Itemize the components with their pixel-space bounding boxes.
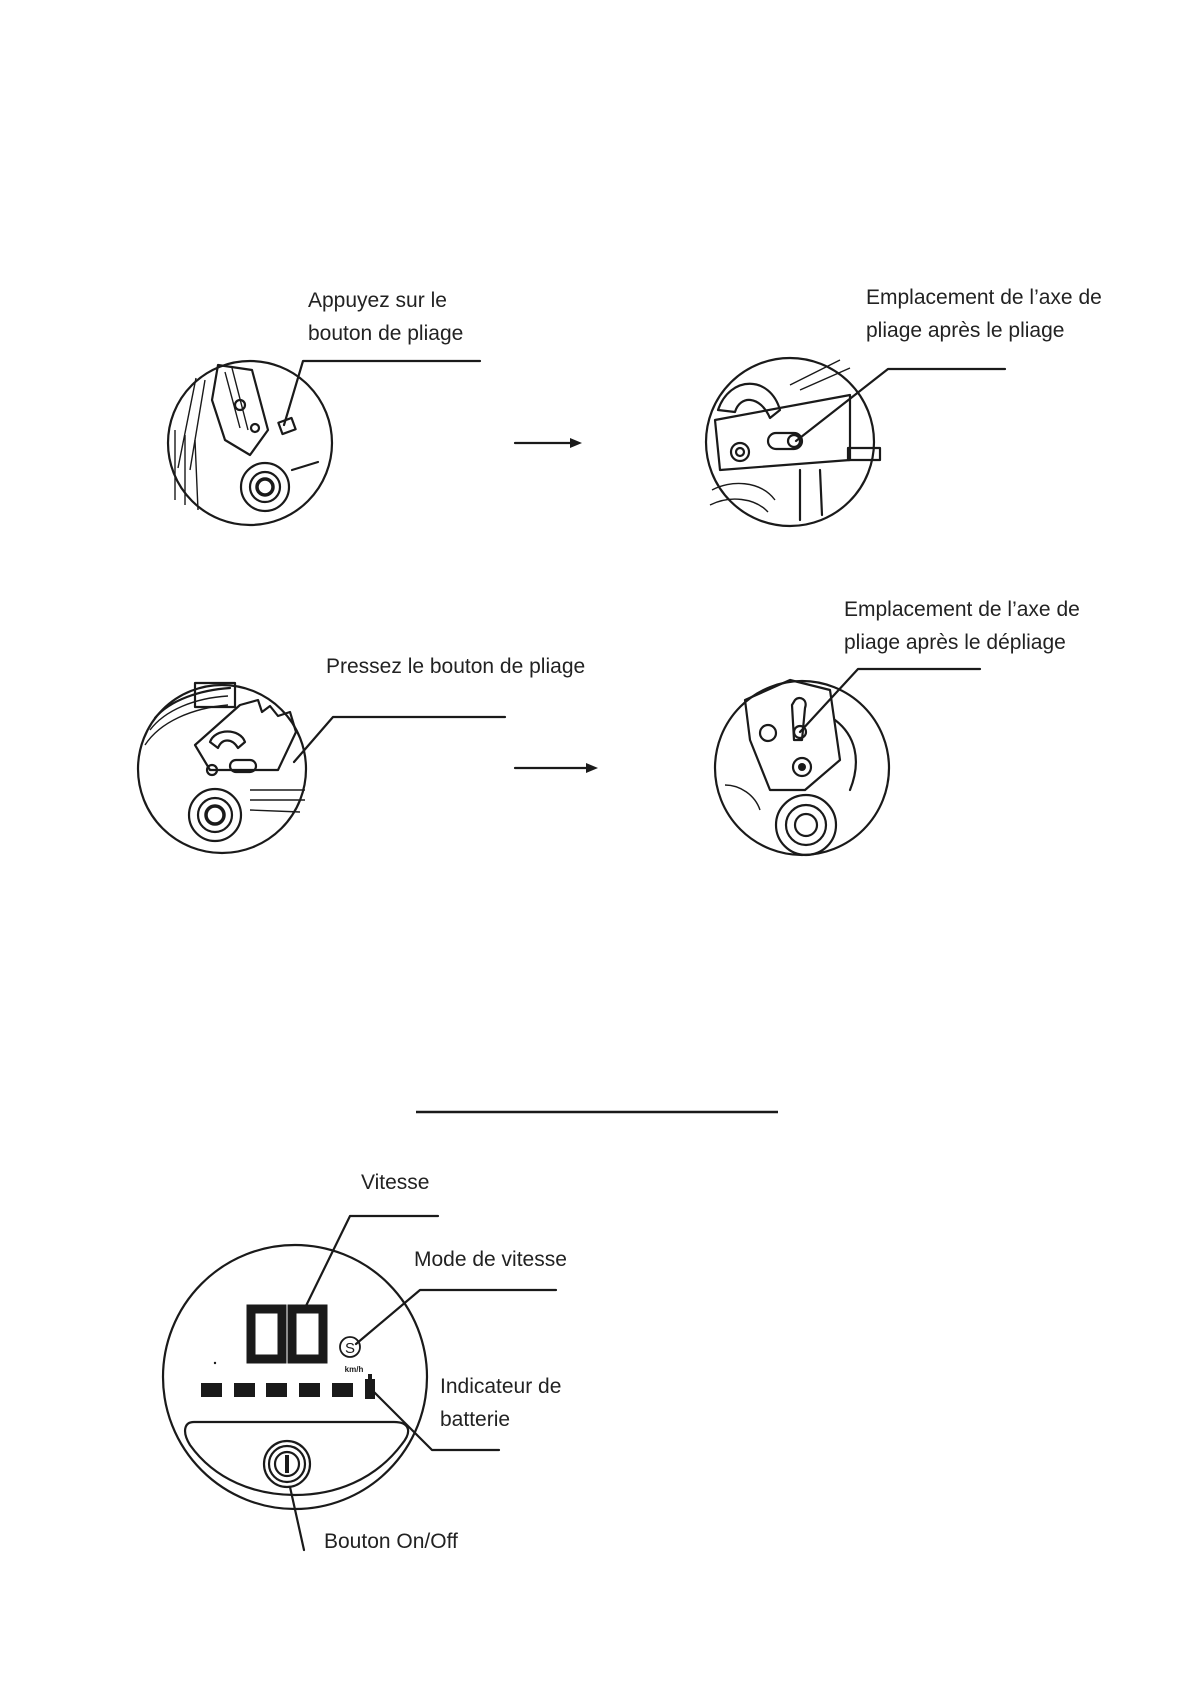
speed-digits [251, 1309, 323, 1359]
svg-text:S: S [345, 1340, 355, 1357]
mode-leader [356, 1290, 556, 1344]
fold-mechanism-illustration-1 [168, 361, 480, 525]
power-leader [290, 1487, 304, 1550]
speed-leader [303, 1216, 438, 1312]
speed-mode-s-icon: S km/h [340, 1337, 363, 1374]
arrow-right-icon [515, 438, 582, 448]
svg-text:km/h: km/h [345, 1365, 364, 1374]
fold-mechanism-illustration-3 [138, 683, 505, 853]
battery-icon [365, 1374, 375, 1399]
arrow-right-icon [515, 763, 598, 773]
display-panel-illustration: S km/h [163, 1216, 556, 1550]
fold-mechanism-illustration-2 [706, 358, 1005, 526]
battery-segments [201, 1383, 353, 1397]
fold-mechanism-illustration-4 [715, 669, 980, 855]
battery-leader [372, 1390, 499, 1450]
power-button-icon [264, 1441, 310, 1487]
